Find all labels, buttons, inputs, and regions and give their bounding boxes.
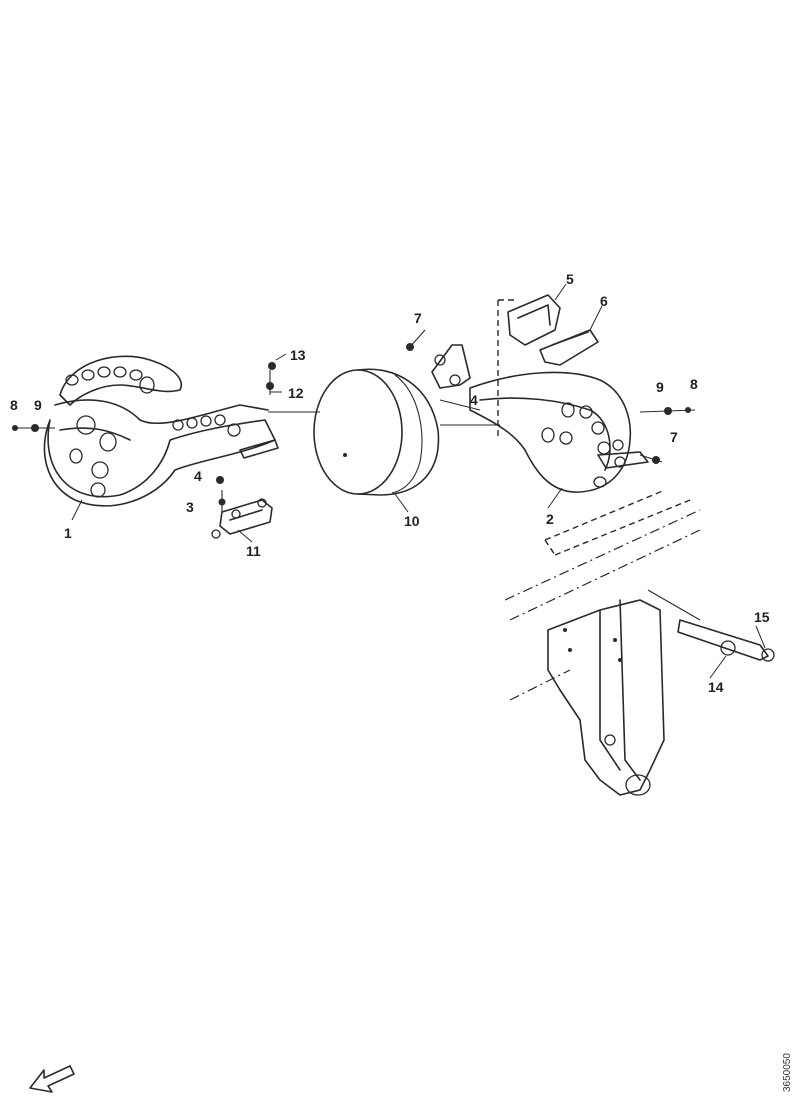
assembly-lines [268,299,701,701]
callout-4-left: 4 [194,468,202,484]
callout-15: 15 [754,609,770,625]
direction-arrow-icon [29,1065,75,1093]
frame-assembly [547,589,775,796]
callout-labels: 1 2 3 4 4 5 6 7 7 8 8 9 9 10 11 12 13 14… [10,271,770,695]
callout-6: 6 [600,293,608,309]
callout-9-left: 9 [34,397,42,413]
callout-7-right: 7 [670,429,678,445]
hardware-left [12,362,276,512]
part-1-left-arm [43,355,279,507]
part-2-right-arm [431,344,649,493]
callout-14: 14 [708,679,724,695]
callout-10: 10 [404,513,420,529]
callout-11: 11 [246,543,261,559]
part-10-drum [313,368,440,496]
part-5-6-clamps [507,294,599,366]
callout-5: 5 [566,271,574,287]
hardware-right [406,329,696,464]
callout-1: 1 [64,525,72,541]
part-11-bracket [211,498,273,539]
callout-3: 3 [186,499,194,515]
leader-lines [71,283,766,679]
callout-9-right: 9 [656,379,664,395]
callout-2: 2 [546,511,554,527]
callout-4-right: 4 [470,392,478,408]
callout-8-left: 8 [10,397,18,413]
callout-8-right: 8 [690,376,698,392]
callout-7-top: 7 [414,310,422,326]
callout-13: 13 [290,347,306,363]
drawing-code: 3650050 [782,1053,793,1092]
callout-12: 12 [288,385,304,401]
